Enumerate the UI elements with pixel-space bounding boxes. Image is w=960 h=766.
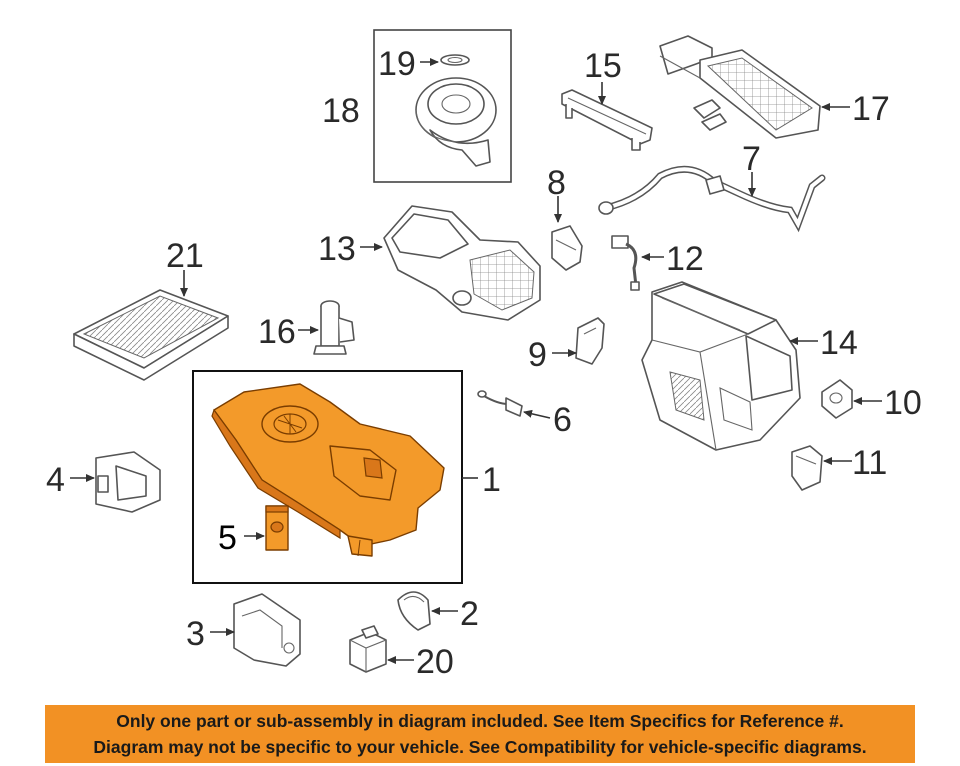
- connector-20: [349, 625, 387, 673]
- callout-10: 10: [884, 384, 922, 422]
- drain-16: [313, 300, 355, 355]
- bracket-3: [233, 593, 301, 667]
- blower-motor-box: [373, 29, 512, 183]
- callout-1: 1: [482, 461, 501, 499]
- actuator-11: [791, 445, 823, 491]
- callout-19: 19: [378, 45, 416, 83]
- disclaimer-line-2: Diagram may not be specific to your vehi…: [93, 737, 867, 757]
- part-1-box: [192, 370, 463, 584]
- callout-4: 4: [46, 461, 65, 499]
- callout-5: 5: [218, 519, 237, 557]
- connector-12: [611, 235, 640, 291]
- callout-18: 18: [322, 92, 360, 130]
- heater-core-17: [659, 35, 821, 139]
- blower-motor-18: [415, 77, 497, 167]
- callout-2: 2: [460, 595, 479, 633]
- callout-8: 8: [547, 164, 566, 202]
- seal-4: [95, 451, 161, 513]
- expansion-valve-5: [265, 505, 289, 551]
- callout-11: 11: [852, 444, 887, 482]
- cover-2: [397, 591, 431, 631]
- callout-16: 16: [258, 313, 296, 351]
- callout-21: 21: [166, 237, 204, 275]
- callout-7: 7: [742, 140, 761, 178]
- callout-6: 6: [553, 401, 572, 439]
- cabin-filter-21: [73, 289, 229, 381]
- callout-15: 15: [584, 47, 622, 85]
- sensor-6: [477, 390, 523, 417]
- part-1-group: [192, 370, 463, 584]
- gasket-19: [440, 54, 470, 66]
- blower-motor-group: [373, 29, 512, 183]
- callout-3: 3: [186, 615, 205, 653]
- part-15: [561, 89, 653, 151]
- actuator-10: [821, 379, 853, 419]
- callout-14: 14: [820, 324, 858, 362]
- callout-12: 12: [666, 240, 704, 278]
- leader-lines: [70, 58, 882, 664]
- callout-9: 9: [528, 336, 547, 374]
- ac-line-7: [598, 165, 826, 233]
- disclaimer-banner: Only one part or sub-assembly in diagram…: [45, 705, 915, 763]
- callout-17: 17: [852, 90, 890, 128]
- callout-numbers: 1 2 3 4 5 6 7 8 9 10 11 12 13 14 15 16 1…: [46, 45, 922, 681]
- callout-13: 13: [318, 230, 356, 268]
- sensor-8: [551, 225, 583, 271]
- heater-case-1-highlighted: [211, 383, 445, 557]
- blower-housing-13: [383, 205, 541, 321]
- evaporator-case-14: [641, 281, 801, 451]
- callout-20: 20: [416, 643, 454, 681]
- bracket-9: [575, 317, 605, 365]
- disclaimer-line-1: Only one part or sub-assembly in diagram…: [116, 711, 844, 731]
